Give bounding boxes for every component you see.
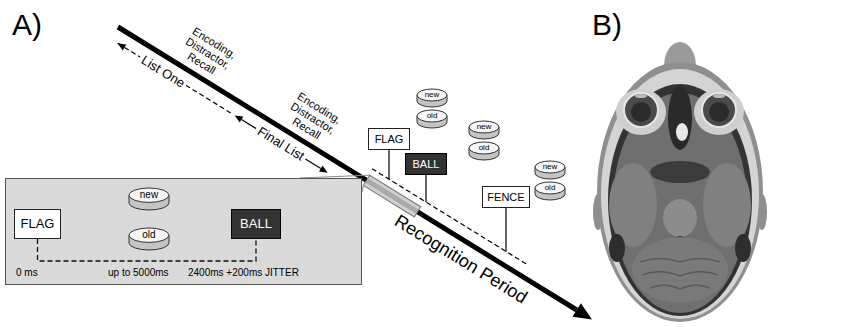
response-button: new: [416, 88, 448, 108]
button-top: [469, 142, 499, 154]
zoom-rect: [363, 175, 420, 217]
trial-inset: 0 ms up to 5000ms 2400ms +200ms JITTER FLAG…: [5, 178, 362, 285]
response-button: old: [468, 141, 500, 161]
response-button: old: [128, 227, 170, 251]
cerebellar-folia: [640, 259, 720, 290]
response-button: new: [128, 187, 170, 211]
nasal-cavity: [668, 86, 692, 150]
response-button: old: [416, 109, 448, 129]
button-text: new: [416, 90, 448, 100]
timing-label: 0 ms: [16, 267, 38, 279]
response-button: old: [534, 181, 566, 201]
cerebellum: [632, 237, 728, 303]
orbit: [616, 89, 666, 135]
eye: [624, 93, 658, 127]
eye-inner: [709, 102, 729, 122]
button-text: new: [128, 189, 170, 201]
eye-inner: [631, 102, 651, 122]
period-label: Recognition Period: [391, 211, 531, 308]
leader-line: [388, 150, 389, 179]
button-top: [535, 161, 565, 173]
eye: [702, 93, 736, 127]
arrow-head: [235, 115, 244, 122]
scalp: [597, 62, 763, 322]
button-text: new: [534, 162, 566, 172]
button-text: new: [468, 122, 500, 132]
word-text: FLAG: [21, 216, 55, 232]
button-text: old: [128, 229, 170, 241]
orbit: [694, 89, 744, 135]
word-box: FENCE: [482, 186, 530, 208]
mastoid: [609, 234, 625, 262]
response-button: new: [534, 160, 566, 180]
word-box-dark: BALL: [405, 153, 447, 175]
lens: [635, 94, 647, 98]
word-box-dark: BALL: [231, 209, 281, 239]
skull: [608, 84, 752, 316]
response-button: new: [468, 120, 500, 140]
leader-line: [425, 175, 426, 202]
button-top: [417, 89, 447, 101]
lens: [713, 94, 725, 98]
button-text: old: [534, 183, 566, 193]
word-text: FLAG: [375, 133, 404, 146]
button-top: [129, 228, 169, 242]
bright-spot: [676, 123, 688, 141]
timing-label: 2400ms +200ms JITTER: [188, 267, 299, 279]
word-box: FLAG: [14, 209, 61, 239]
button-top: [417, 110, 447, 122]
button-text: old: [468, 143, 500, 153]
panel-letter: A): [12, 8, 42, 42]
word-text: FENCE: [487, 191, 524, 204]
leader-line: [505, 208, 506, 251]
timeline-connector: [38, 239, 257, 261]
button-text: old: [416, 111, 448, 121]
word-text: BALL: [413, 158, 440, 171]
mri-scan: [593, 42, 767, 322]
timing-label: up to 5000ms: [108, 267, 169, 279]
button-top: [129, 188, 169, 202]
zoom-line: [362, 186, 363, 193]
mastoid: [735, 234, 751, 262]
arrow-head: [573, 303, 593, 319]
panel-letter: B): [592, 8, 622, 42]
word-box: FLAG: [368, 128, 410, 150]
scalp-fat: [601, 69, 759, 319]
arrow-head: [319, 166, 328, 173]
word-text: BALL: [240, 216, 272, 232]
button-top: [535, 182, 565, 194]
brainstem: [663, 199, 697, 237]
arrow-head: [118, 43, 127, 50]
sphenoid: [650, 161, 710, 183]
button-top: [469, 121, 499, 133]
